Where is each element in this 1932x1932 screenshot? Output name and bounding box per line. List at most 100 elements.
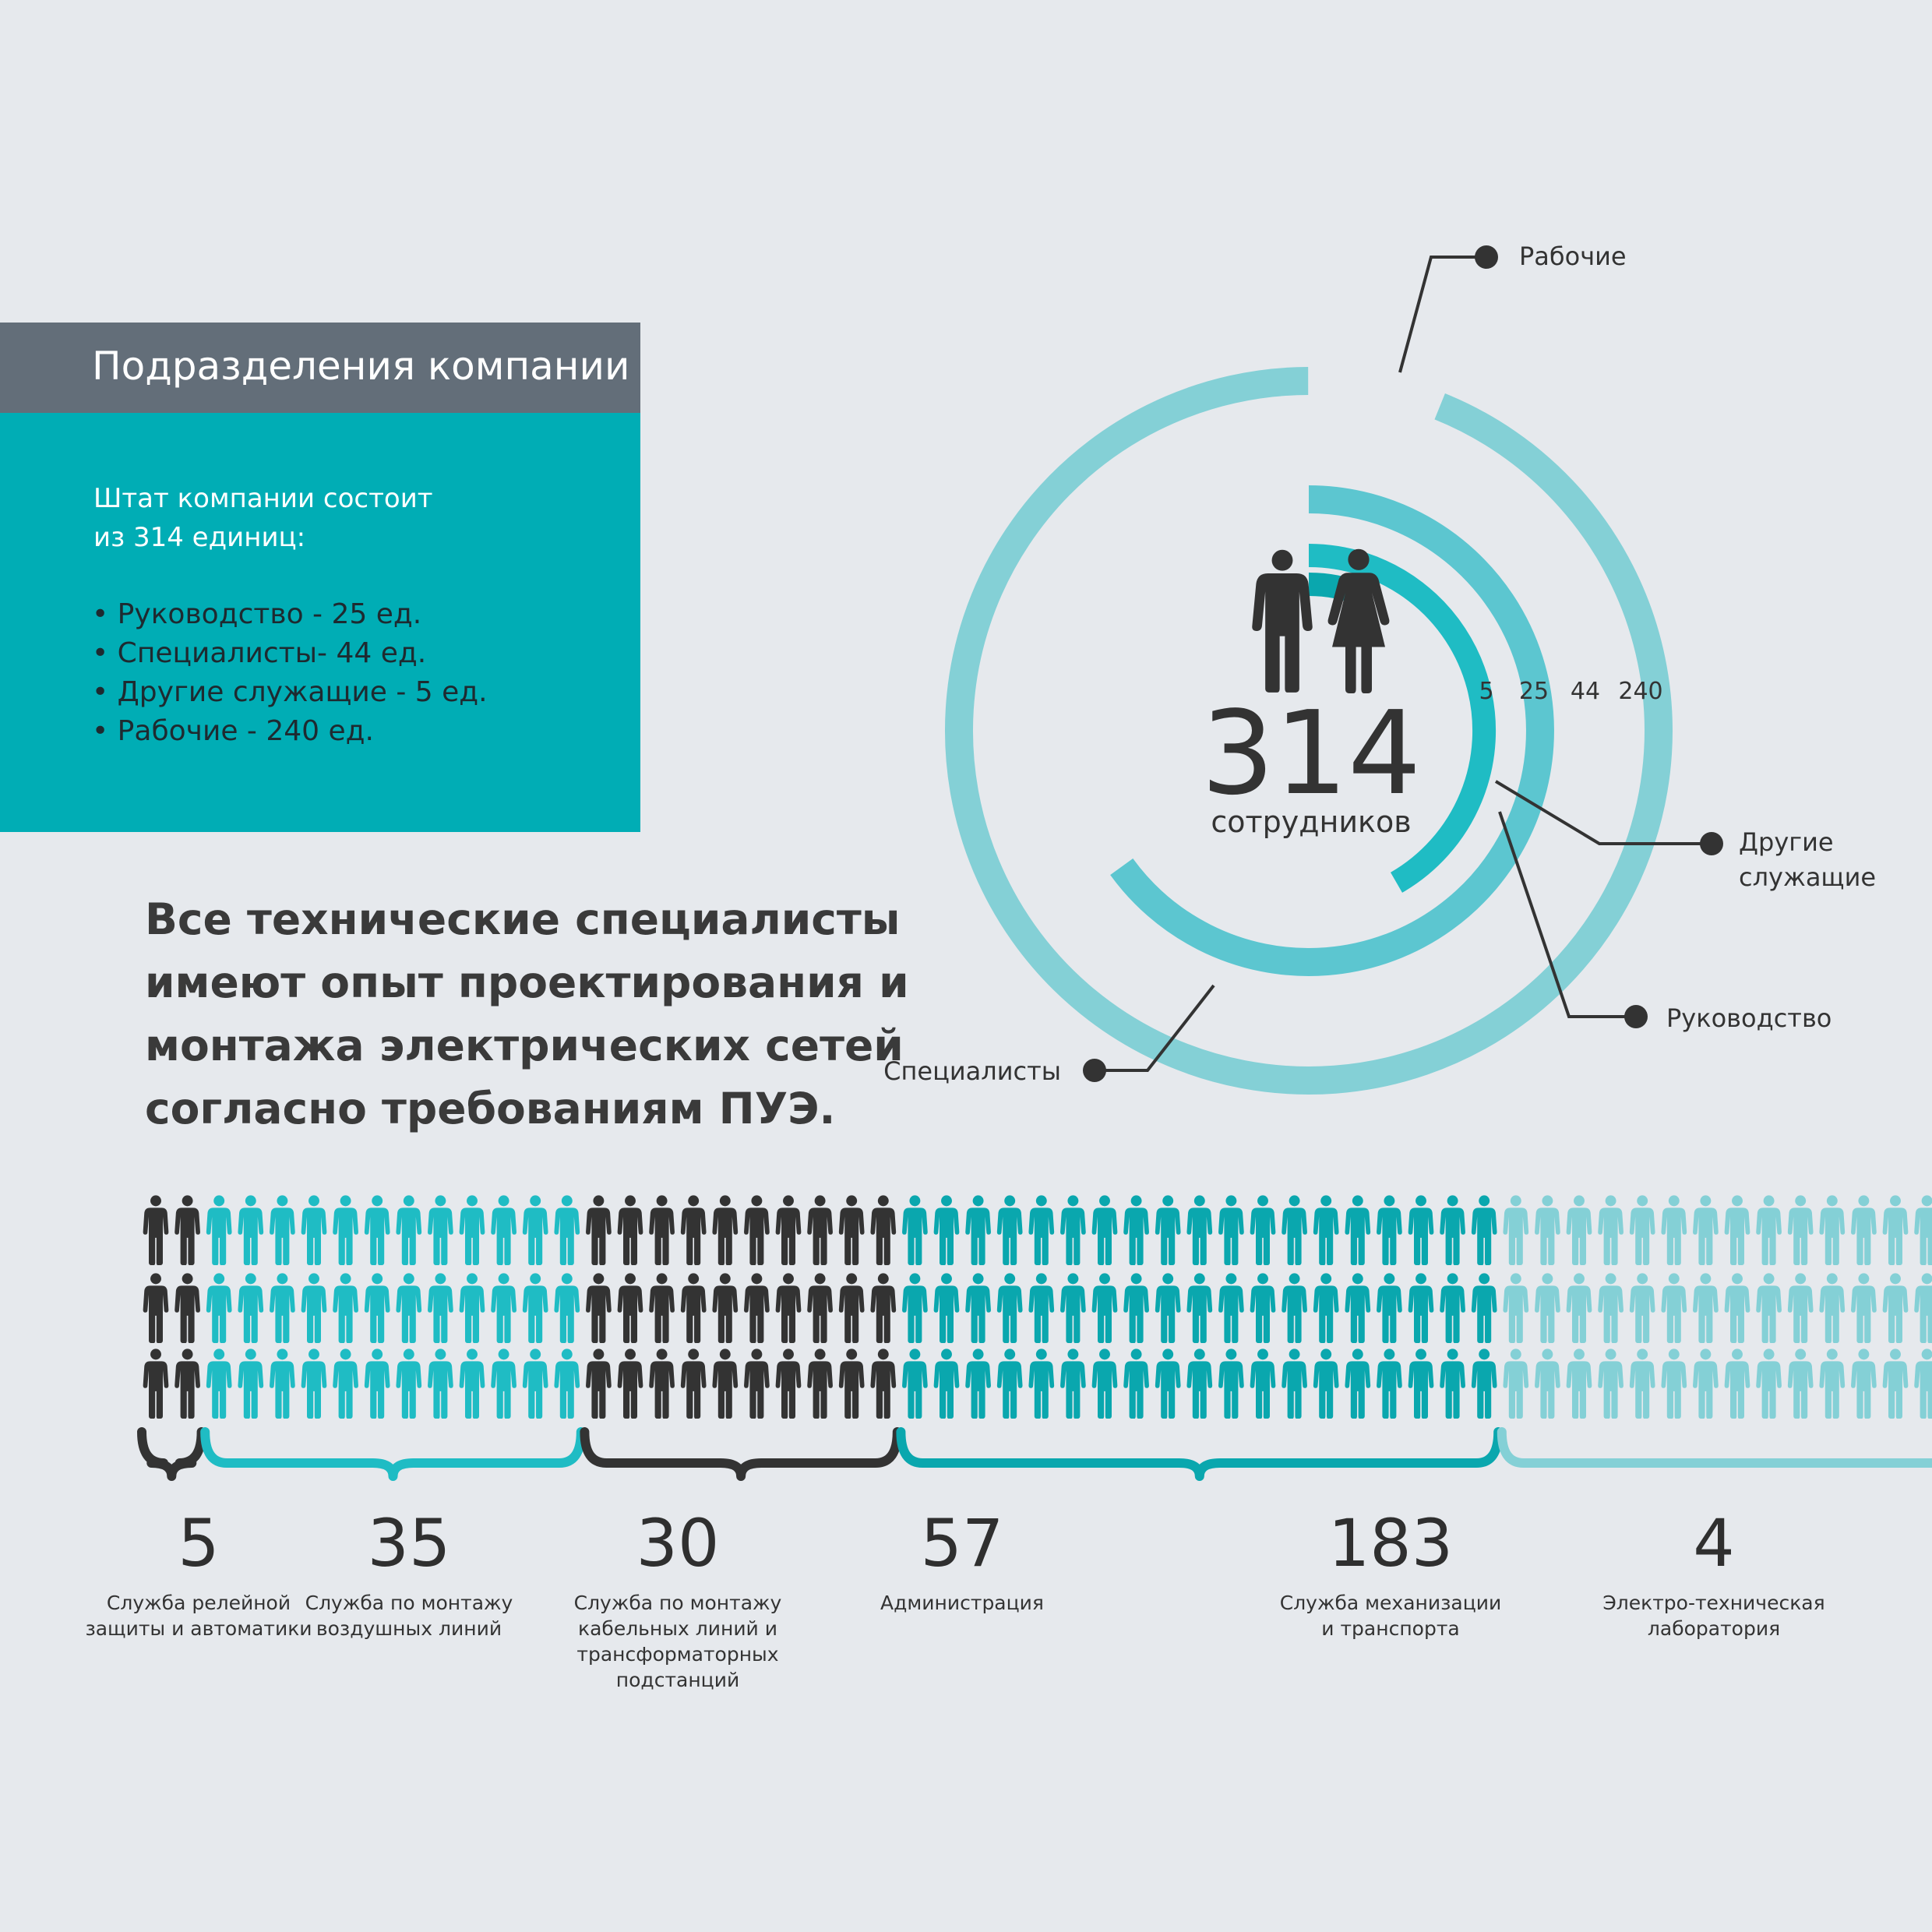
person-icon <box>1756 1349 1782 1419</box>
person-icon <box>870 1349 897 1419</box>
callout-workers-line <box>1398 256 1486 373</box>
person-icon <box>1313 1273 1339 1343</box>
person-icon <box>775 1349 802 1419</box>
person-icon <box>933 1349 960 1419</box>
arc-specialists <box>1110 485 1554 976</box>
breakdown-item-specialists: • Специалисты- 44 ед. <box>92 637 427 669</box>
category-count: 5 <box>178 1505 219 1581</box>
person-icon <box>1345 1195 1371 1265</box>
category-brace <box>137 1427 206 1481</box>
person-icon <box>1060 1273 1086 1343</box>
header-band <box>0 323 640 413</box>
person-icon <box>428 1195 453 1265</box>
person-icon <box>838 1195 865 1265</box>
category-count: 57 <box>921 1505 1004 1581</box>
person-icon <box>491 1273 516 1343</box>
person-icon <box>1787 1349 1814 1419</box>
person-icon <box>554 1349 580 1419</box>
person-icon <box>1408 1349 1434 1419</box>
person-icon <box>364 1195 390 1265</box>
person-icon <box>807 1195 833 1265</box>
person-icon <box>933 1195 960 1265</box>
category-count: 35 <box>368 1505 451 1581</box>
person-icon <box>1819 1273 1846 1343</box>
person-icon <box>1882 1195 1909 1265</box>
person-icon <box>1914 1195 1932 1265</box>
category-count: 30 <box>636 1505 720 1581</box>
person-icon <box>965 1273 991 1343</box>
person-icon <box>175 1195 200 1265</box>
person-icon <box>1693 1349 1719 1419</box>
person-icon <box>143 1349 169 1419</box>
person-icon <box>1186 1349 1213 1419</box>
person-icon <box>1313 1195 1339 1265</box>
category-brace <box>1497 1427 1932 1468</box>
man-icon <box>1252 549 1313 693</box>
person-icon <box>680 1273 707 1343</box>
person-icon <box>206 1349 232 1419</box>
person-icon <box>1629 1349 1655 1419</box>
category-description: кабельных линий и <box>578 1617 777 1640</box>
category-brace <box>896 1427 1504 1481</box>
person-icon <box>649 1349 675 1419</box>
person-icon <box>206 1195 232 1265</box>
person-icon <box>1851 1195 1877 1265</box>
person-icon <box>1155 1195 1181 1265</box>
person-icon <box>1028 1273 1055 1343</box>
person-icon <box>996 1273 1023 1343</box>
person-icon <box>1503 1195 1529 1265</box>
person-icon <box>270 1349 295 1419</box>
person-icon <box>1851 1273 1877 1343</box>
person-icon <box>1693 1195 1719 1265</box>
person-icon <box>333 1273 358 1343</box>
category-count: 183 <box>1328 1505 1453 1581</box>
callout-other-staff-label: служащие <box>1739 862 1876 892</box>
category-description: и транспорта <box>1321 1617 1459 1640</box>
person-icon <box>1060 1195 1086 1265</box>
person-icon <box>333 1195 358 1265</box>
callout-other-staff-label: Другие <box>1739 827 1834 857</box>
person-icon <box>617 1273 643 1343</box>
person-icon <box>744 1273 770 1343</box>
category-description: Администрация <box>880 1592 1044 1614</box>
person-icon <box>301 1195 327 1265</box>
person-icon <box>1661 1195 1687 1265</box>
person-icon <box>459 1273 485 1343</box>
person-icon <box>1408 1195 1434 1265</box>
category-brace <box>580 1427 902 1481</box>
person-icon <box>1693 1273 1719 1343</box>
person-icon <box>1408 1273 1434 1343</box>
person-icon <box>1186 1273 1213 1343</box>
person-icon <box>807 1273 833 1343</box>
arc-scale-label: 5 <box>1479 678 1493 705</box>
person-icon <box>1186 1195 1213 1265</box>
headline-line: монтажа электрических сетей <box>145 1021 904 1070</box>
person-icon <box>554 1195 580 1265</box>
person-icon <box>491 1349 516 1419</box>
arc-scale-label: 240 <box>1618 678 1662 705</box>
person-icon <box>1787 1273 1814 1343</box>
person-icon <box>1091 1349 1118 1419</box>
person-icon <box>1566 1349 1592 1419</box>
person-icon <box>775 1195 802 1265</box>
headline-line: согласно требованиям ПУЭ. <box>145 1084 836 1133</box>
person-icon <box>1123 1349 1149 1419</box>
person-icon <box>1503 1273 1529 1343</box>
person-icon <box>838 1349 865 1419</box>
staff-summary-panel <box>0 413 640 832</box>
callout-management-label: Руководство <box>1666 1003 1832 1033</box>
person-icon <box>1377 1195 1402 1265</box>
person-icon <box>491 1195 516 1265</box>
person-icon <box>1598 1349 1624 1419</box>
person-icon <box>1282 1273 1307 1343</box>
person-icon <box>1440 1349 1465 1419</box>
person-icon <box>902 1195 928 1265</box>
category-description: воздушных линий <box>316 1617 502 1640</box>
person-icon <box>1028 1195 1055 1265</box>
person-icon <box>1345 1349 1371 1419</box>
person-icon <box>364 1273 390 1343</box>
person-icon <box>522 1349 548 1419</box>
person-icon <box>1503 1349 1529 1419</box>
breakdown-item-workers: • Рабочие - 240 ед. <box>92 715 375 747</box>
callout-other-staff-line <box>1494 780 1712 845</box>
